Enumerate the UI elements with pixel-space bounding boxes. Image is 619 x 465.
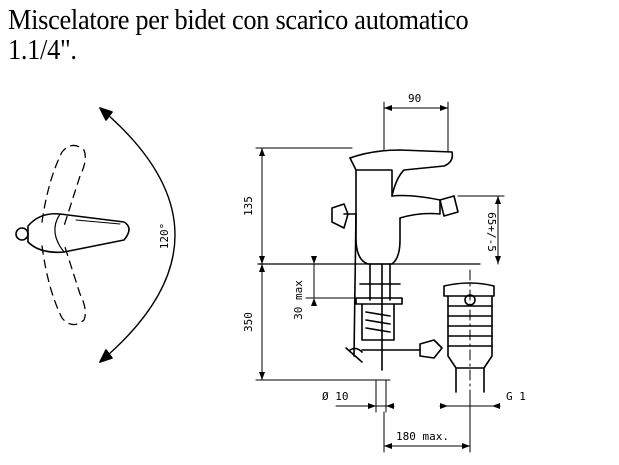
supply-tubes bbox=[369, 263, 391, 371]
mixer-body bbox=[355, 169, 441, 265]
dimension-lines bbox=[255, 101, 505, 453]
arc-arrow-bottom bbox=[99, 349, 113, 363]
side-view bbox=[257, 149, 495, 393]
dim-height-lower: 350 bbox=[242, 312, 255, 332]
lever-handle bbox=[27, 212, 130, 254]
dim-thread: G 1 bbox=[506, 390, 526, 403]
pop-up-rod bbox=[345, 213, 363, 363]
title-line-1: Miscelatore per bidet con scarico automa… bbox=[8, 5, 469, 36]
mixer-lever bbox=[349, 149, 454, 197]
dim-diameter: Ø 10 bbox=[322, 390, 349, 403]
dim-max-distance: 180 max. bbox=[396, 430, 449, 443]
base-circle bbox=[15, 227, 29, 241]
dim-width-top: 90 bbox=[408, 92, 421, 105]
threaded-stem bbox=[361, 303, 395, 341]
dim-height-upper: 135 bbox=[242, 196, 255, 216]
lever-dashed-up bbox=[41, 144, 86, 227]
drain-head bbox=[443, 282, 495, 297]
top-view bbox=[15, 107, 176, 363]
arc-arrow-top bbox=[99, 107, 113, 121]
title-line-2: 1.1/4". bbox=[8, 35, 77, 66]
dim-spout-height: 65+/-5 bbox=[485, 212, 498, 252]
drain-lever-coupling bbox=[419, 339, 443, 359]
dim-max-thickness: 30 max bbox=[292, 280, 305, 320]
angle-label: 120° bbox=[158, 223, 171, 250]
spout-nozzle bbox=[439, 195, 459, 217]
lever-dashed-down bbox=[41, 243, 86, 326]
rotation-arc bbox=[99, 107, 176, 363]
pop-up-knob bbox=[331, 203, 349, 229]
page-title: Miscelatore per bidet con scarico automa… bbox=[8, 5, 469, 66]
